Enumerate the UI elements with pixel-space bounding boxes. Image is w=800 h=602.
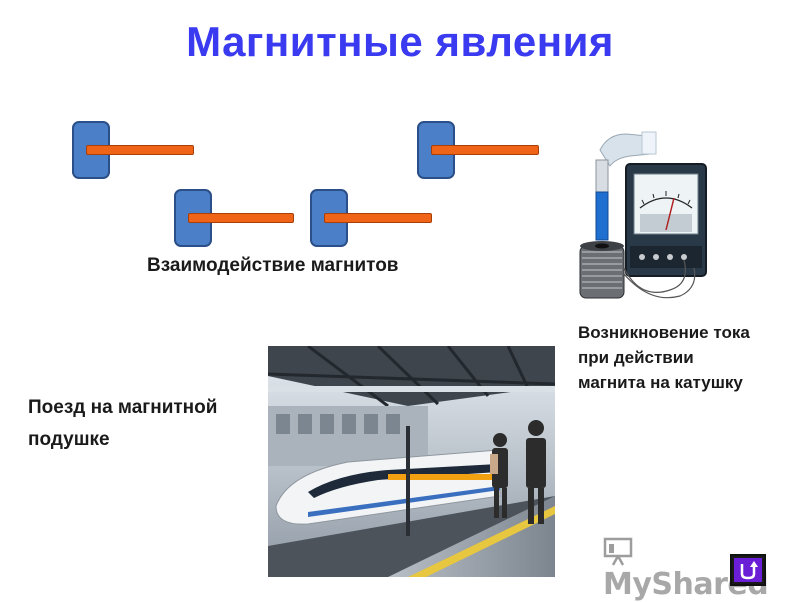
return-button[interactable] [730, 554, 766, 586]
slide-title: Магнитные явления [186, 18, 614, 65]
galvanometer-illustration [579, 131, 707, 299]
magnet-rod [431, 145, 539, 155]
magnet-rod [324, 213, 432, 223]
caption-line: Поезд на магнитной [28, 397, 218, 418]
watermark: MyShared [603, 532, 800, 602]
caption-line: магнита на катушку [578, 373, 743, 392]
maglev-train-photo [268, 346, 555, 577]
magnets-caption: Взаимодействие магнитов [147, 255, 399, 276]
caption-line: Возникновение тока [578, 323, 750, 342]
galvanometer-caption: Возникновение тока при действии магнита … [578, 320, 750, 395]
caption-line: подушке [28, 429, 110, 450]
presentation-board-icon [603, 537, 633, 566]
magnet-rod [188, 213, 294, 223]
caption-line: при действии [578, 348, 694, 367]
return-arrow-icon [734, 558, 762, 582]
magnet-rod [86, 145, 194, 155]
train-caption: Поезд на магнитной подушке [28, 392, 217, 456]
